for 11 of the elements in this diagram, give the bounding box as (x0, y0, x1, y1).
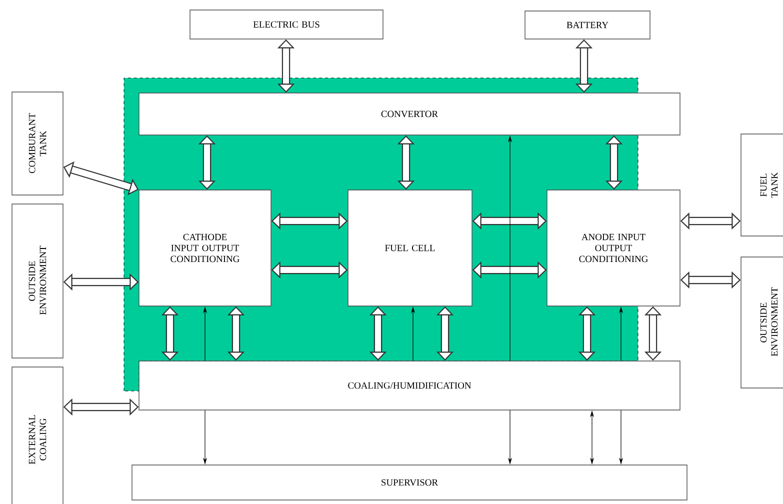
block-box: FUEL TANK (740, 134, 783, 236)
block-box: CATHODE INPUT OUTPUT CONDITIONING (138, 190, 272, 306)
block-box: OUTSIDE ENVIRONMENT (740, 256, 783, 388)
block-box: FUEL CELL (348, 190, 472, 306)
block-box: SUPERVISOR (132, 464, 688, 500)
block-box: COMBURANT TANK (12, 92, 64, 196)
block-box: COALING/HUMIDIFICATION (138, 360, 680, 410)
block-box: ANODE INPUT OUTPUT CONDITIONING (546, 190, 680, 306)
block-box: OUTSIDE ENVIRONMENT (12, 204, 64, 358)
block-box: EXTERNAL COALING (12, 366, 64, 504)
block-box: CONVERTOR (138, 92, 680, 136)
